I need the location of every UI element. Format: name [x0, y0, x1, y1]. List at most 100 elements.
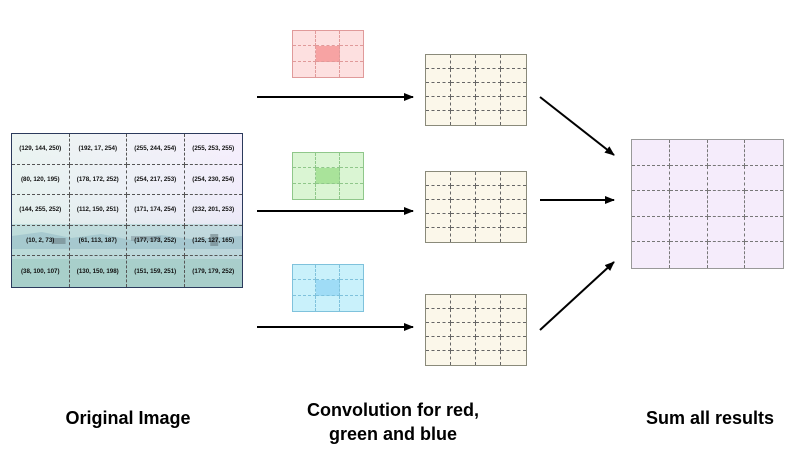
feature-cell: [451, 228, 476, 242]
feature-cell: [501, 309, 526, 323]
feature-cell: [451, 309, 476, 323]
feature-cell: [476, 228, 501, 242]
result-cell: [707, 216, 746, 243]
feature-cell: [426, 200, 451, 214]
kernel-cell: [339, 265, 363, 281]
feature-cell: [426, 295, 451, 309]
result-cell: [669, 216, 708, 243]
feature-cell: [501, 172, 526, 186]
feature-cell: [501, 295, 526, 309]
feature-cell: [451, 83, 476, 97]
feature-cell: [501, 55, 526, 69]
feature-cell: [451, 351, 476, 365]
result-cell: [669, 191, 708, 217]
pixel-cell: (144, 255, 252): [12, 195, 70, 226]
feature-cell: [501, 228, 526, 242]
feature-cell: [426, 83, 451, 97]
feature-cell: [426, 97, 451, 111]
feature-cell: [426, 323, 451, 337]
feature-cell: [451, 323, 476, 337]
kernel-cell: [293, 61, 317, 77]
kernel-cell: [293, 168, 317, 184]
pixel-cell: (61, 113, 187): [69, 225, 127, 257]
result-cell: [707, 165, 746, 192]
feature-cell: [451, 337, 476, 351]
result-cell: [669, 140, 708, 166]
kernel-cell: [293, 153, 317, 169]
feature-cell: [476, 337, 501, 351]
kernel-center-cell: [316, 46, 340, 62]
kernel-cell: [316, 61, 340, 77]
feature-cell: [476, 351, 501, 365]
kernel-cell: [293, 46, 317, 62]
feature-cell: [426, 186, 451, 200]
result-cell: [745, 217, 783, 243]
result-cell: [669, 165, 708, 192]
kernel-cell: [293, 265, 317, 281]
result-cell: [745, 191, 783, 217]
result-cell: [707, 191, 746, 217]
feature-cell: [476, 55, 501, 69]
feature-cell: [451, 97, 476, 111]
result-cell: [745, 140, 783, 166]
pixel-cell: (130, 150, 198): [70, 256, 127, 287]
feature-cell: [501, 351, 526, 365]
feature-cell: [476, 69, 501, 83]
convolution-label: Convolution for red, green and blue: [285, 398, 501, 446]
kernel-cell: [316, 153, 340, 169]
feature-cell: [501, 111, 526, 125]
feature-cell: [451, 55, 476, 69]
feature-cell: [426, 309, 451, 323]
pixel-cell: (38, 100, 107): [12, 256, 70, 287]
kernel-cell: [316, 295, 340, 311]
result-cell: [632, 242, 670, 268]
result-cell: [707, 140, 746, 166]
feature-cell: [501, 97, 526, 111]
feature-cell: [501, 69, 526, 83]
kernel-center-cell: [316, 280, 340, 296]
pixel-cell: (171, 174, 254): [127, 195, 185, 226]
feature-cell: [476, 83, 501, 97]
kernel-cell: [339, 46, 363, 62]
feature-cell: [476, 214, 501, 228]
feature-cell: [476, 186, 501, 200]
feature-cell: [451, 172, 476, 186]
kernel-cell: [293, 295, 317, 311]
kernel-cell: [316, 31, 340, 47]
blue-feature-map: [425, 294, 527, 366]
feature-cell: [451, 69, 476, 83]
feature-cell: [476, 172, 501, 186]
feature-cell: [426, 351, 451, 365]
pixel-cell: (178, 172, 252): [69, 164, 127, 196]
pixel-cell: (255, 244, 254): [127, 134, 185, 165]
result-cell: [670, 242, 708, 268]
result-cell: [708, 242, 746, 268]
sum-results-label: Sum all results: [645, 408, 775, 428]
pixel-cell: (112, 150, 251): [69, 195, 127, 226]
kernel-cell: [339, 295, 363, 311]
pixel-cell: (177, 173, 252): [127, 225, 185, 257]
pixel-cell: (254, 217, 253): [127, 164, 185, 196]
feature-cell: [501, 337, 526, 351]
original-image: (129, 144, 250)(192, 17, 254)(255, 244, …: [11, 133, 243, 288]
feature-cell: [426, 55, 451, 69]
feature-cell: [501, 323, 526, 337]
kernel-cell: [316, 265, 340, 281]
kernel-cell: [339, 61, 363, 77]
kernel-center-cell: [316, 168, 340, 184]
feature-cell: [451, 214, 476, 228]
red-kernel: [292, 30, 364, 78]
result-cell: [745, 242, 783, 268]
original-image-label: Original Image: [65, 408, 191, 428]
feature-cell: [451, 200, 476, 214]
feature-cell: [451, 111, 476, 125]
feature-cell: [476, 323, 501, 337]
feature-cell: [426, 337, 451, 351]
feature-cell: [476, 111, 501, 125]
result-cell: [632, 140, 670, 166]
pixel-cell: (10, 2, 73): [12, 225, 70, 257]
feature-cell: [426, 69, 451, 83]
feature-cell: [476, 309, 501, 323]
pixel-cell: (179, 179, 252): [192, 268, 235, 276]
feature-cell: [451, 295, 476, 309]
